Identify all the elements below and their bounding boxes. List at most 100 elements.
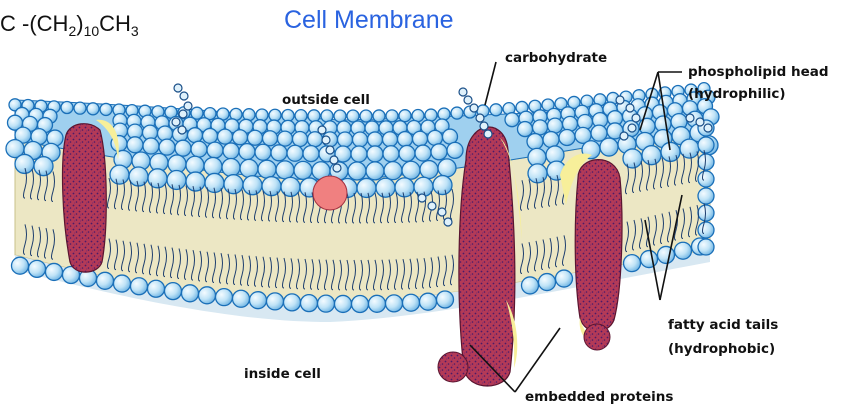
phospholipid-head	[641, 251, 658, 268]
phospholipid-head	[207, 142, 223, 158]
phospholipid-head	[438, 159, 456, 177]
carbohydrate-bead	[632, 114, 640, 122]
phospholipid-head	[188, 128, 203, 143]
phospholipid-head	[281, 177, 300, 196]
carbohydrate-bead	[428, 202, 436, 210]
phospholipid-head	[698, 188, 714, 204]
phospholipid-head	[276, 161, 294, 179]
phospholipid-head	[294, 161, 312, 179]
carbohydrate-bead	[696, 118, 704, 126]
carbohydrate-bead	[459, 88, 467, 96]
phospholipid-head	[451, 107, 463, 119]
phospholipid-head	[556, 270, 573, 287]
phospholipid-head	[348, 162, 366, 180]
diagram-title: Cell Membrane	[284, 6, 454, 35]
phospholipid-head	[263, 131, 278, 146]
phospholipid-head	[420, 161, 438, 179]
phospholipid-head	[143, 138, 159, 154]
carbohydrate-bead	[180, 92, 188, 100]
phospholipid-head	[127, 137, 143, 153]
phospholipid-head	[563, 116, 578, 131]
phospholipid-head	[191, 141, 207, 157]
phospholipid-head	[258, 160, 276, 178]
phospholipid-head	[413, 131, 428, 146]
phospholipid-head	[533, 120, 548, 135]
carbohydrate-bead	[172, 118, 180, 126]
phospholipid-head	[412, 110, 424, 122]
phospholipid-head	[165, 283, 182, 300]
phospholipid-head	[438, 108, 450, 120]
phospholipid-head	[87, 103, 99, 115]
carbohydrate-bead	[470, 104, 478, 112]
phospholipid-head	[148, 280, 165, 297]
phospholipid-head	[334, 110, 346, 122]
label-phospholipid-head: phospholipid head	[688, 62, 829, 83]
phospholipid-head	[366, 162, 384, 180]
phospholipid-head	[282, 109, 294, 121]
phospholipid-head	[425, 109, 437, 121]
phospholipid-head	[505, 113, 519, 127]
protein-pink	[313, 176, 347, 210]
phospholipid-head	[347, 110, 359, 122]
carbohydrate-bead	[480, 122, 488, 130]
phospholipid-head	[624, 255, 641, 272]
phospholipid-head	[287, 145, 303, 161]
phospholipid-head	[383, 146, 399, 162]
phospholipid-head	[338, 132, 353, 147]
phospholipid-head	[384, 162, 402, 180]
phospholipid-head	[433, 176, 452, 195]
label-outside-cell: outside cell	[282, 90, 370, 111]
phospholipid-head	[623, 149, 642, 168]
phospholipid-head	[368, 132, 383, 147]
phospholipid-head	[680, 139, 699, 158]
phospholipid-head	[658, 246, 675, 263]
phospholipid-head	[34, 157, 53, 176]
phospholipid-head	[386, 295, 403, 312]
phospholipid-head	[383, 132, 398, 147]
phospholipid-head	[352, 295, 369, 312]
phospholipid-head	[353, 132, 368, 147]
phospholipid-head	[216, 289, 233, 306]
protein-bottom-left	[438, 352, 468, 382]
phospholipid-head	[414, 177, 433, 196]
phospholipid-head	[527, 134, 543, 150]
phospholipid-head	[698, 222, 714, 238]
phospholipid-head	[399, 110, 411, 122]
phospholipid-head	[222, 158, 240, 176]
phospholipid-head	[386, 110, 398, 122]
phospholipid-head	[373, 110, 385, 122]
phospholipid-head	[698, 137, 714, 153]
carbohydrate-bead	[178, 126, 186, 134]
phospholipid-head	[543, 132, 559, 148]
label-inside-cell: inside cell	[244, 364, 321, 385]
phospholipid-head	[233, 290, 250, 307]
phospholipid-head	[15, 154, 34, 173]
carbohydrate-bead	[174, 84, 182, 92]
phospholipid-head	[447, 142, 463, 158]
phospholipid-head	[248, 130, 263, 145]
phospholipid-head	[376, 178, 395, 197]
phospholipid-head	[398, 132, 413, 147]
carbohydrate-bead	[484, 130, 492, 138]
carbohydrate-bead	[318, 126, 326, 134]
phospholipid-head	[271, 145, 287, 161]
label-hydrophilic: (hydrophilic)	[688, 84, 786, 105]
phospholipid-head	[600, 138, 618, 156]
phospholipid-head	[367, 146, 383, 162]
phospholipid-head	[698, 239, 714, 255]
formula-text: C -(CH2)10CH3	[0, 11, 139, 37]
phospholipid-head	[431, 144, 447, 160]
phospholipid-head	[522, 277, 539, 294]
phospholipid-head	[203, 128, 218, 143]
carbohydrate-bead	[330, 156, 338, 164]
phospholipid-head	[269, 109, 281, 121]
phospholipid-head	[284, 294, 301, 311]
protein-bottom-right	[584, 324, 610, 350]
phospholipid-head	[175, 140, 191, 156]
phospholipid-head	[490, 104, 502, 116]
phospholipid-head	[218, 129, 233, 144]
phospholipid-head	[267, 293, 284, 310]
phospholipid-head	[159, 139, 175, 155]
phospholipid-head	[318, 295, 335, 312]
phospholipid-head	[303, 146, 319, 162]
